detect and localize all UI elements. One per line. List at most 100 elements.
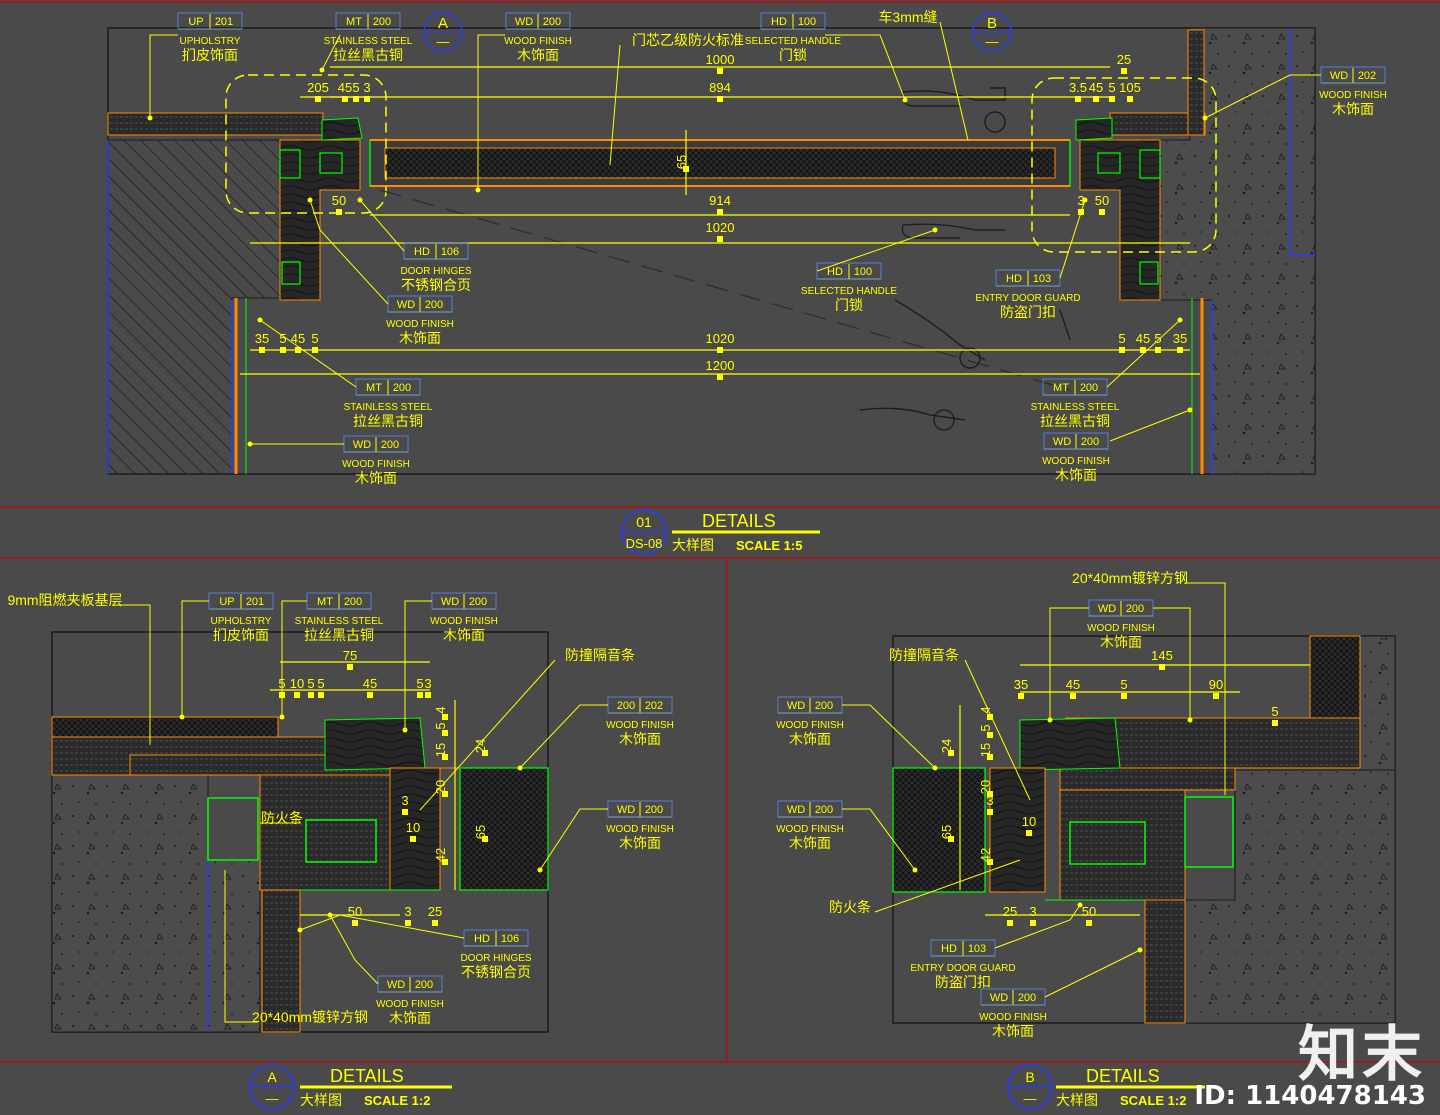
- dimension-value: 3: [1029, 904, 1036, 919]
- leader-arrow: [1202, 115, 1208, 121]
- note-leader: [964, 659, 1031, 801]
- tag-chinese: 扪皮饰面: [182, 47, 238, 63]
- leader-arrow: [319, 67, 325, 73]
- dimension-value: 45: [1089, 80, 1103, 95]
- dimension-tick: [402, 809, 408, 815]
- dimension-value: 5: [1108, 80, 1115, 95]
- leader-arrow: [932, 227, 938, 233]
- leader-line: [519, 704, 608, 769]
- tag-chinese: 拉丝黑古铜: [1040, 413, 1110, 429]
- tag-chinese: 防盗门扣: [1000, 304, 1056, 320]
- leader-arrow: [179, 714, 185, 720]
- tag-code: HD: [1006, 273, 1022, 285]
- dimension-tick: [1155, 347, 1161, 353]
- dimension-tick: [442, 754, 448, 760]
- dimension-tick: [442, 859, 448, 865]
- title-text: DETAILS: [1086, 1066, 1160, 1086]
- tag-number: 103: [968, 943, 986, 955]
- title-text: DETAILS: [702, 511, 776, 531]
- tag-chinese: 木饰面: [389, 1010, 431, 1026]
- dimension-value: 5: [1154, 331, 1161, 346]
- tag-chinese: 木饰面: [399, 330, 441, 346]
- tag-english: DOOR HINGES: [400, 266, 471, 277]
- tag-code: WD: [353, 439, 371, 451]
- tag-number: 200: [815, 700, 833, 712]
- tag-english: UPHOLSTRY: [211, 616, 272, 627]
- tag-english: ENTRY DOOR GUARD: [910, 963, 1015, 974]
- tag-number: 200: [381, 439, 399, 451]
- tag-code: MT: [1053, 382, 1069, 394]
- tag-chinese: 防盗门扣: [935, 974, 991, 990]
- annotation-note: 20*40mm镀锌方钢: [1072, 570, 1188, 586]
- leader-arrow: [537, 867, 543, 873]
- dimension-value: 45: [291, 331, 305, 346]
- dimension-tick: [987, 714, 993, 720]
- tag-code: WD: [387, 979, 405, 991]
- dimension-value: 20: [978, 780, 993, 794]
- tag-number: 201: [215, 16, 233, 28]
- tag-chinese: 木饰面: [789, 835, 831, 851]
- tag-code: WD: [787, 700, 805, 712]
- leader-arrow: [357, 197, 363, 203]
- tag-number: 200: [344, 596, 362, 608]
- tag-number: 200: [645, 804, 663, 816]
- note-leader: [1185, 582, 1226, 795]
- title-subtitle: 大样图: [1056, 1092, 1098, 1108]
- dimension-value: 45: [363, 676, 377, 691]
- tag-english: SELECTED HANDLE: [745, 36, 841, 47]
- section-marker: A—: [423, 12, 463, 52]
- tag-number: 202: [1358, 70, 1376, 82]
- tag-english: WOOD FINISH: [606, 824, 674, 835]
- dimension-tick: [352, 920, 358, 926]
- dimension-value: 3: [401, 793, 408, 808]
- tag-code: WD: [515, 16, 533, 28]
- tag-number: 200: [425, 299, 443, 311]
- annotation-note: 9mm阻燃夹板基层: [7, 592, 122, 608]
- tag-english: WOOD FINISH: [342, 459, 410, 470]
- tag-chinese: 拉丝黑古铜: [304, 627, 374, 643]
- dimension-value: 65: [674, 155, 689, 169]
- dimension-value: 1200: [706, 358, 735, 373]
- annotation-note: 门芯乙级防火标准: [632, 32, 744, 48]
- dimension-value: 3: [424, 676, 431, 691]
- dimension-tick: [294, 692, 300, 698]
- leader-line: [539, 808, 608, 871]
- dimension-tick: [987, 732, 993, 738]
- tag-number: 103: [1033, 273, 1051, 285]
- dimension-value: 50: [1095, 193, 1109, 208]
- tag-chinese: 扪皮饰面: [213, 627, 269, 643]
- dimension-value: 24: [939, 739, 954, 753]
- dimension-tick: [948, 836, 954, 842]
- tag-number: 200: [1080, 382, 1098, 394]
- dimension-tick: [367, 692, 373, 698]
- dimension-value: 90: [1209, 677, 1223, 692]
- tag-english: WOOD FINISH: [776, 720, 844, 731]
- dimension-value: 42: [978, 848, 993, 862]
- dimension-tick: [1075, 96, 1081, 102]
- tag-code: MT: [366, 382, 382, 394]
- title-subtitle: 大样图: [672, 537, 714, 553]
- dimension-tick: [1121, 693, 1127, 699]
- dimension-value: 5: [317, 676, 324, 691]
- title-sheet: —: [266, 1091, 279, 1106]
- tag-code: WD: [1330, 70, 1348, 82]
- dimension-tick: [364, 96, 370, 102]
- dimension-tick: [482, 750, 488, 756]
- tag-number: 200: [393, 382, 411, 394]
- leader-arrow: [327, 912, 333, 918]
- section-letter: A: [438, 15, 448, 32]
- note-layer: 门芯乙级防火标准车3mm缝9mm阻燃夹板基层防撞隔音条防火条20*40mm镀锌方…: [7, 9, 1226, 1025]
- tag-chinese: 不锈钢合页: [401, 277, 471, 293]
- tag-chinese: 门锁: [835, 297, 863, 313]
- dimension-value: 5: [279, 331, 286, 346]
- dimension-tick: [1086, 920, 1092, 926]
- leader-line: [1153, 607, 1191, 720]
- dimension-tick: [1099, 209, 1105, 215]
